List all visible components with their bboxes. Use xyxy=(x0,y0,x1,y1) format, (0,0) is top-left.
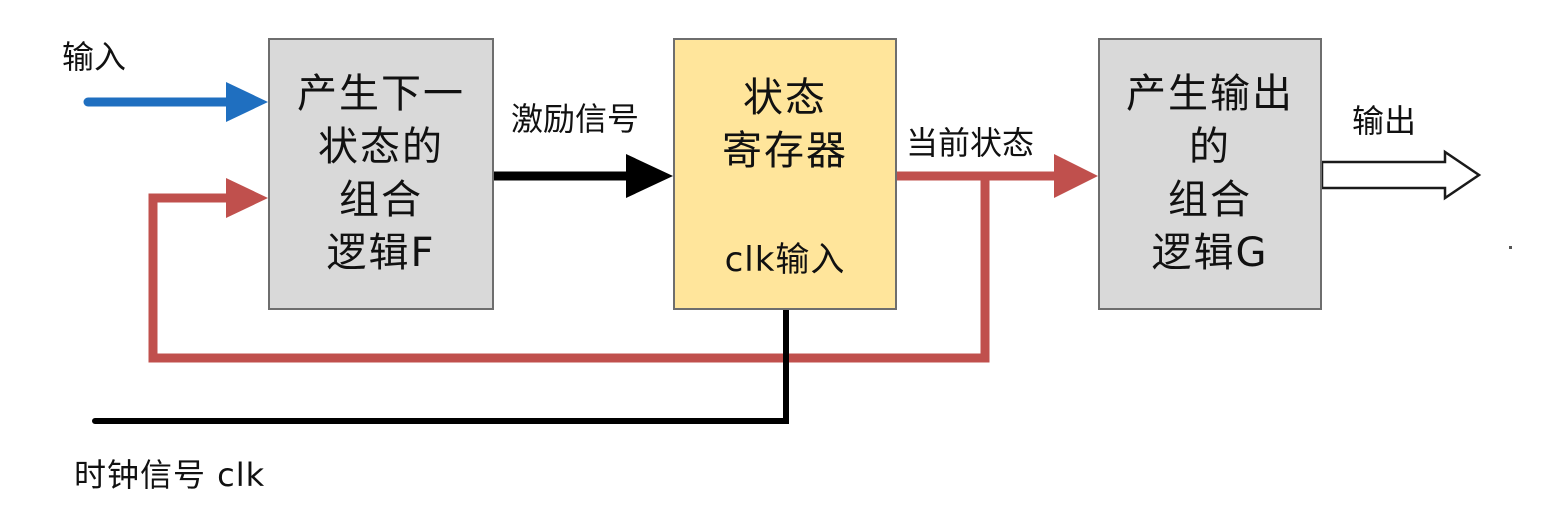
clock-line xyxy=(92,307,789,424)
feedback-loop xyxy=(148,176,990,363)
block-text-line: 产生下一 xyxy=(297,71,465,117)
input-label: 输入 xyxy=(62,38,127,76)
register-title: 状态 寄存器 xyxy=(722,40,848,178)
block-text-line: 状态 xyxy=(743,75,827,121)
output-arrow xyxy=(1320,149,1482,201)
current-state-arrow xyxy=(897,154,1098,198)
block-text-line: 状态的 xyxy=(318,124,444,170)
clk-input-label: clk输入 xyxy=(724,240,846,280)
state-register-block: 状态 寄存器 clk输入 xyxy=(673,38,897,310)
clock-label: 时钟信号 clk xyxy=(74,456,266,494)
output-logic-block: 产生输出 的 组合 逻辑G xyxy=(1098,38,1322,310)
stray-dot xyxy=(1509,246,1512,249)
current-state-label: 当前状态 xyxy=(906,124,1035,162)
excitation-label: 激励信号 xyxy=(511,100,640,138)
input-arrow xyxy=(83,82,268,122)
block-text-line: 组合 xyxy=(339,177,423,223)
block-text-line: 逻辑G xyxy=(1151,230,1269,276)
next-state-logic-block: 产生下一 状态的 组合 逻辑F xyxy=(268,38,494,310)
excitation-arrow xyxy=(492,154,673,198)
block-text-line: 产生输出 xyxy=(1126,71,1294,117)
block-text-line: 组合 xyxy=(1168,177,1252,223)
output-label: 输出 xyxy=(1352,102,1417,140)
block-text-line: 寄存器 xyxy=(722,128,848,174)
block-text-line: 逻辑F xyxy=(326,230,436,276)
block-text-line: 的 xyxy=(1189,124,1231,170)
